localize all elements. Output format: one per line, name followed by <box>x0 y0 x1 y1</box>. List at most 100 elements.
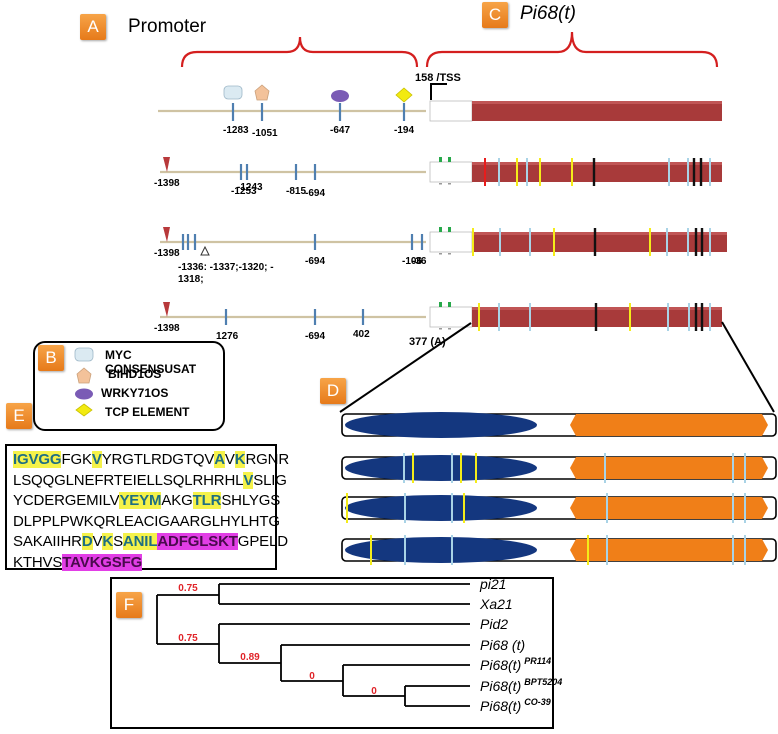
highlighted-residues: K <box>234 451 246 468</box>
utr-box <box>429 306 473 328</box>
md-domain <box>345 537 537 563</box>
highlighted-residues: D <box>81 533 93 550</box>
ellipse-icon <box>75 388 93 400</box>
promoter-site-label: -1243 <box>237 182 263 193</box>
deletion-label: -1398 <box>154 248 180 259</box>
utr-mark <box>439 302 442 307</box>
legend-label-tcp: TCP ELEMENT <box>105 405 190 419</box>
zoom-line-right <box>721 321 775 413</box>
residues: SHLYGS <box>221 492 281 509</box>
md-domain <box>345 495 537 521</box>
sequence-line: LSQQGLNEFRTEIELLSQLRHRHLVSLIG <box>13 471 287 492</box>
promoter-site-label: -1336: -1337;-1320; - <box>178 262 274 273</box>
kinase-domain <box>570 497 768 519</box>
protein-row-pr114 <box>341 535 777 565</box>
promoter-site-label: -647 <box>330 125 350 136</box>
zoom-line-left <box>339 322 472 413</box>
kinase-domain <box>570 539 768 561</box>
residues: DLPPLPWKQRLEACIGAARGLHYLHTG <box>13 512 280 530</box>
panel-badge-f: F <box>116 592 142 618</box>
cds-bar <box>472 232 727 252</box>
leaf-name: Pi68(t) <box>480 698 521 714</box>
sequence-line: DLPPLPWKQRLEACIGAARGLHYLHTG <box>13 512 280 533</box>
promoter-site-label: -694 <box>305 256 325 267</box>
promoter-brace <box>180 36 419 68</box>
gene-row-ingr15002: -1283-1051-647-194 <box>158 84 722 139</box>
leaf-name: Pi68 (t) <box>480 637 525 653</box>
tree-leaf-label: Pi68(t)CO-39 <box>480 697 551 714</box>
promoter-title: Promoter <box>128 16 207 37</box>
bootstrap-value: 0 <box>309 671 315 682</box>
utr-mark <box>439 183 442 185</box>
promoter-site-label: -815 <box>286 186 306 197</box>
residues: V <box>224 451 235 468</box>
insertion-triangle-icon <box>200 245 210 256</box>
deletion-label: -1398 <box>154 323 180 334</box>
diamond-icon <box>395 87 413 103</box>
legend-label-myc: MYC CONSENSUSAT <box>105 348 197 376</box>
highlighted-residues: A <box>214 451 225 468</box>
cds-highlight <box>472 232 727 235</box>
promoter-site-label: -1051 <box>252 128 278 139</box>
utr-mark <box>448 227 451 232</box>
residues: KTHVS <box>13 553 63 571</box>
deletion-triangle-icon <box>163 302 170 317</box>
promoter-site-label: -194 <box>394 125 414 136</box>
protein-row-bpt5204 <box>341 453 777 483</box>
utr-mark <box>448 328 451 330</box>
panel-badge-c: C <box>482 2 508 28</box>
tree-leaf-label: Xa21 <box>479 596 513 612</box>
tree-leaf-label: Pi68 (t) <box>480 637 525 653</box>
residues: GPELD <box>237 533 288 550</box>
utr-box <box>429 100 473 122</box>
utr-mark <box>448 253 451 255</box>
gene-row-bpt5204: -1253-1243 -815-694 -1398 <box>154 157 722 199</box>
panel-badge-d: D <box>320 378 346 404</box>
protein-row-co39 <box>341 493 777 523</box>
gene-structure-diagram: 158 /TSS -1283-1051-647-194-1253-1243-81… <box>154 31 775 413</box>
leaf-superscript: CO-39 <box>524 697 551 707</box>
highlighted-residues: TAVKGSFG <box>62 553 143 571</box>
sequence-line: SAKAIIHRDVKSANILADFGLSKTGPELD <box>13 532 288 553</box>
protein-domain-diagram <box>341 412 777 565</box>
leaf-name: Pid2 <box>480 616 508 632</box>
utr-mark <box>448 183 451 185</box>
tree-leaf-label: Pi68(t)PR114 <box>480 656 551 673</box>
pentagon-icon <box>76 367 92 384</box>
residues: S <box>113 533 123 550</box>
panel-badge-e: E <box>6 403 32 429</box>
cds-highlight <box>472 101 722 104</box>
highlighted-residues: ANI <box>122 533 149 550</box>
polya-label: 377 (A) <box>409 336 446 348</box>
leaf-superscript: BPT5204 <box>524 677 562 687</box>
highlighted-residues: YEYM <box>119 492 162 509</box>
leaf-name: Pi68(t) <box>480 678 521 694</box>
gene-title: Pi68(t) <box>520 3 576 24</box>
kinase-domain <box>570 414 768 436</box>
promoter-site-label: -694 <box>305 331 325 342</box>
residues: SAKAIIHR <box>13 533 82 550</box>
residues: SLIG <box>253 471 287 489</box>
highlighted-residues: L <box>148 533 158 550</box>
promoter-site-label: 1318; <box>178 274 204 285</box>
promoter-site-label: -1253 <box>231 186 257 197</box>
utr-mark <box>439 328 442 330</box>
residues: RGNR <box>245 451 290 468</box>
deletion-triangle-icon <box>163 157 170 172</box>
phylogenetic-tree-box <box>110 577 554 729</box>
utr-box <box>429 231 473 253</box>
highlighted-residues: K <box>102 533 114 550</box>
protein-row-ingr15002 <box>341 412 777 438</box>
leaf-name: pi21 <box>479 576 506 592</box>
bootstrap-value: 0 <box>371 686 377 697</box>
md-domain <box>345 455 537 481</box>
residues: YRGTLRDGTQV <box>101 451 215 468</box>
utr-mark <box>439 227 442 232</box>
diamond-icon <box>75 403 93 417</box>
promoter-site-label: -694 <box>305 188 325 199</box>
leaf-superscript: PR114 <box>524 656 551 666</box>
deletion-label: -1398 <box>154 178 180 189</box>
